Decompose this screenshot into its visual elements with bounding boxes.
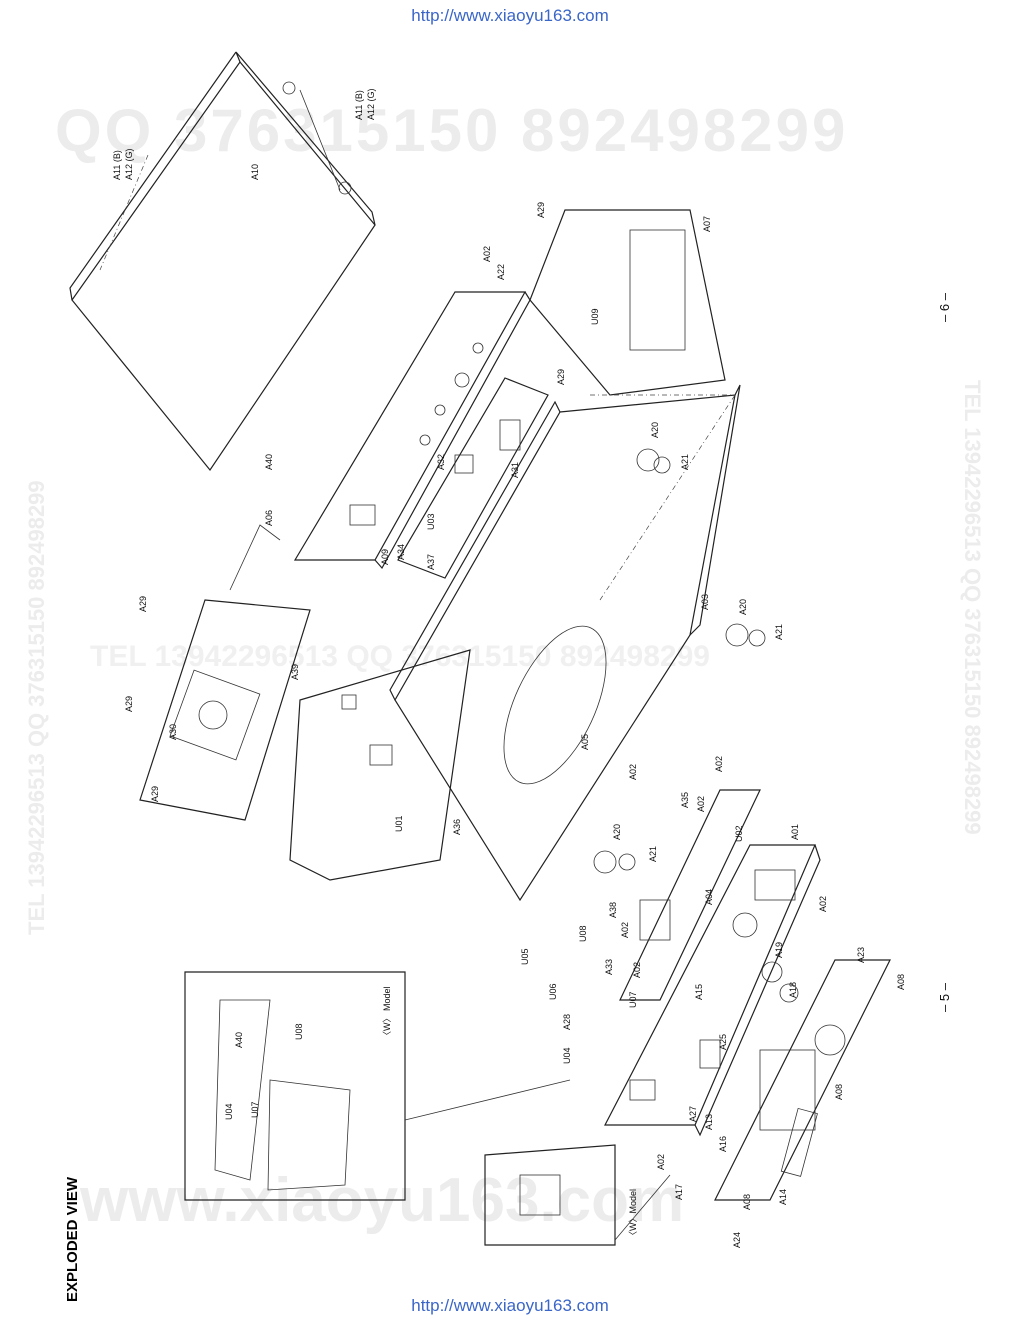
footer-url[interactable]: http://www.xiaoyu163.com: [411, 1296, 609, 1315]
label-a12-right: A12 (G): [366, 88, 376, 120]
label-a38: A38: [608, 902, 618, 918]
label-a16: A16: [718, 1136, 728, 1152]
label-a02-a38: A02: [620, 922, 630, 938]
inset-front-box: [484, 1144, 671, 1246]
rear-panel: [293, 291, 531, 570]
label-a18: A18: [788, 982, 798, 998]
label-a02-front-top: A02: [714, 756, 724, 772]
label-a02-rear: A02: [482, 246, 492, 262]
label-u01: U01: [394, 815, 404, 832]
part-labels: A10 A11 (B) A12 (G) A11 (B) A12 (G) A02 …: [112, 88, 906, 1248]
label-a28: A28: [562, 1014, 572, 1030]
bottom-tray: [529, 209, 735, 396]
label-a24: A24: [732, 1232, 742, 1248]
label-a19: A19: [774, 942, 784, 958]
label-a04: A04: [704, 889, 714, 905]
label-a20-rear: A20: [650, 422, 660, 438]
label-a29-tray2: A29: [556, 369, 566, 385]
label-a08-mid: A08: [834, 1084, 844, 1100]
label-a29-tray: A29: [536, 202, 546, 218]
chassis: [389, 384, 741, 902]
label-a08-bottom: A08: [742, 1194, 752, 1210]
label-a15: A15: [694, 984, 704, 1000]
label-a08-right: A08: [896, 974, 906, 990]
feet-and-knobs: [593, 448, 799, 1003]
label-a21-right: A21: [774, 624, 784, 640]
label-a05: A05: [580, 734, 590, 750]
label-u08: U08: [578, 925, 588, 942]
label-a27: A27: [688, 1106, 698, 1122]
label-a39: A39: [290, 664, 300, 680]
top-cover: [69, 51, 376, 472]
label-u04: U04: [562, 1047, 572, 1064]
label-a13: A13: [704, 1114, 714, 1130]
label-a34: A34: [396, 544, 406, 560]
board-u03: [397, 377, 549, 579]
label-model-note: 〈W〉 Model: [382, 986, 392, 1040]
label-a29-mech3: A29: [150, 786, 160, 802]
label-a21-rear: A21: [680, 454, 690, 470]
label-a29-mech2: A29: [124, 696, 134, 712]
label-a21-left: A21: [648, 846, 658, 862]
label-a03: A03: [700, 594, 710, 610]
label-a23: A23: [856, 947, 866, 963]
watermark-qq: QQ 376315150 892498299: [55, 97, 849, 164]
label-a02-bottom: A02: [656, 1154, 666, 1170]
label-a29-mech1: A29: [138, 596, 148, 612]
label-a09: A09: [380, 549, 390, 565]
page-number-right: – 6 –: [936, 293, 952, 322]
label-inset-u08: U08: [294, 1023, 304, 1040]
label-u09: U09: [590, 308, 600, 325]
label-a17: A17: [674, 1184, 684, 1200]
label-inset-u04: U04: [224, 1103, 234, 1120]
label-a35: A35: [680, 792, 690, 808]
label-model-note2: 〈W〉Model: [628, 1189, 638, 1240]
cd-mechanism: [139, 524, 311, 821]
page-number-left: – 5 –: [936, 983, 952, 1012]
front-panel: [604, 844, 821, 1137]
label-a36: A36: [452, 819, 462, 835]
label-a32: A32: [436, 454, 446, 470]
label-inset-a40: A40: [234, 1032, 244, 1048]
watermark-qq-tel: TEL 13942296513 QQ 376315150 892498299: [90, 640, 710, 673]
label-a30: A30: [168, 724, 178, 740]
page-title: EXPLODED VIEW: [64, 1176, 81, 1302]
label-a12-left: A12 (G): [124, 148, 134, 180]
label-inset-u07: U07: [250, 1101, 260, 1118]
label-a22: A22: [496, 264, 506, 280]
label-u07: U07: [628, 991, 638, 1008]
inset-model-box: [184, 971, 571, 1201]
label-a20-left: A20: [612, 824, 622, 840]
label-a31: A31: [510, 462, 520, 478]
label-a02-a33: A02: [632, 962, 642, 978]
label-a07: A07: [702, 216, 712, 232]
label-a25: A25: [718, 1034, 728, 1050]
header-url[interactable]: http://www.xiaoyu163.com: [411, 6, 609, 25]
label-a01: A01: [790, 824, 800, 840]
label-u03: U03: [426, 513, 436, 530]
label-a40: A40: [264, 454, 274, 470]
board-u02: [619, 789, 761, 1001]
label-a37: A37: [426, 554, 436, 570]
label-a02-u02: A02: [696, 796, 706, 812]
label-a14: A14: [778, 1189, 788, 1205]
label-a02-front: A02: [818, 896, 828, 912]
label-a10: A10: [250, 164, 260, 180]
label-a20-right: A20: [738, 599, 748, 615]
label-u02: U02: [734, 825, 744, 842]
label-u06: U06: [548, 983, 558, 1000]
label-a02-chassis: A02: [628, 764, 638, 780]
label-a06: A06: [264, 510, 274, 526]
front-cover: [714, 959, 891, 1201]
label-a11-left: A11 (B): [112, 150, 122, 180]
label-a33: A33: [604, 959, 614, 975]
label-a11-right: A11 (B): [354, 90, 364, 120]
label-u05: U05: [520, 948, 530, 965]
board-u01: [289, 649, 471, 881]
